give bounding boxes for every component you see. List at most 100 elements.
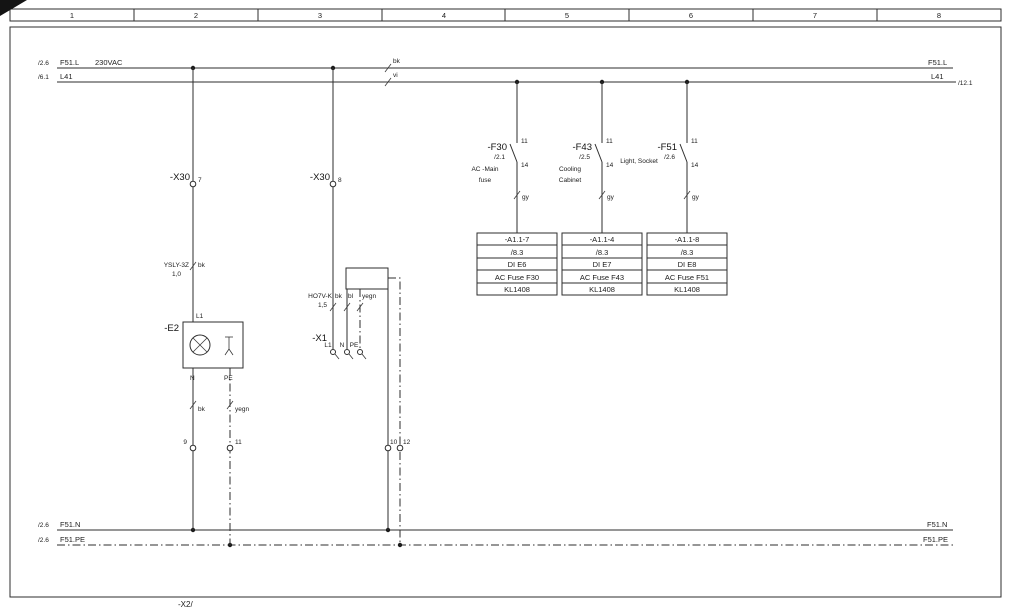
pin-label-pe: PE	[350, 342, 359, 349]
connector-pin-stub	[361, 353, 367, 360]
junction-dot	[397, 542, 403, 548]
pin-label-l1: L1	[324, 342, 332, 349]
rail-l-right-label: F51.L	[928, 58, 947, 67]
contact-pin-bottom: 14	[521, 162, 529, 169]
io-block-row: DI E7	[593, 260, 612, 269]
contact-pin-top: 11	[691, 138, 698, 145]
io-block-row: KL1408	[674, 285, 700, 294]
ruler-number: 8	[937, 11, 941, 20]
wire-color-slash	[513, 190, 521, 200]
wire-color-label: yegn	[235, 406, 249, 413]
io-block-row: /8.3	[511, 248, 524, 257]
contact-blade	[679, 143, 688, 163]
lamp-symbol-cross	[192, 337, 208, 353]
connector-pin-circle	[357, 349, 363, 355]
rail-l41: /6.1 L41 L41 /12.1 vi	[38, 72, 973, 87]
fuse-name: -F51	[657, 142, 677, 153]
terminal-circle	[396, 444, 404, 452]
wire-color-slash	[356, 302, 364, 312]
ruler-number: 4	[442, 11, 446, 20]
rail-l41-right-label: L41	[931, 72, 944, 81]
cable-type: YSLY-3Z	[164, 262, 189, 269]
fuse-desc-line1: Cooling	[559, 166, 581, 173]
terminal-circle	[329, 180, 337, 188]
io-block-row: -A1.1-8	[675, 235, 700, 244]
rail-l-left-label: F51.L	[60, 58, 79, 67]
lamp-symbol	[189, 334, 211, 356]
rail-l41-left-label: L41	[60, 72, 73, 81]
cable-color: bl	[348, 293, 354, 300]
fuse-ref: /2.1	[494, 154, 505, 161]
cable-size: 1,0	[172, 271, 181, 278]
wire-color-slash	[384, 77, 392, 87]
io-block-row: KL1408	[589, 285, 615, 294]
fuse-name: -F43	[572, 142, 592, 153]
fuse-name: -F30	[487, 142, 507, 153]
contact-pin-bottom: 14	[606, 162, 614, 169]
rail-l41-left-ref: /6.1	[38, 74, 49, 81]
wire-color-label: gy	[607, 194, 615, 201]
footer-cutoff-label: -X2/	[178, 600, 193, 609]
ruler-number: 6	[689, 11, 693, 20]
fuse-circuit-f43: 11 14 -F43 /2.5 Cooling Cabinet gy -A1.1…	[559, 82, 643, 296]
fuse-desc-line1: AC -Main	[471, 166, 498, 173]
pin-label-pe: PE	[224, 375, 233, 382]
terminal-name: -X30	[170, 172, 190, 183]
terminal-circle	[189, 444, 197, 452]
wire-color-slash	[384, 63, 392, 73]
io-block	[561, 232, 643, 296]
lamp-branch: -X30 7 YSLY-3Z bk 1,0 L1 -E2 N PE bk yeg…	[164, 68, 249, 545]
cable-color: yegn	[362, 293, 376, 300]
cable-color: bk	[335, 293, 343, 300]
io-block-row: /8.3	[596, 248, 609, 257]
connector-pin-stub	[348, 353, 354, 360]
fuse-desc-line1: Light, Socket	[620, 158, 658, 165]
fuse-circuit-f51: 11 14 -F51 /2.6 Light, Socket gy -A1.1-8…	[620, 82, 728, 296]
io-block-row: KL1408	[504, 285, 530, 294]
contact-pin-bottom: 14	[691, 162, 699, 169]
io-block-row: -A1.1-7	[505, 235, 530, 244]
terminal-circle	[189, 180, 197, 188]
fuse-ref: /2.5	[579, 154, 590, 161]
terminal-circle	[226, 444, 234, 452]
contact-pin-top: 11	[521, 138, 528, 145]
ruler-number: 2	[194, 11, 198, 20]
junction-box	[345, 267, 389, 290]
rail-pe: /2.6 F51.PE F51.PE	[38, 535, 953, 548]
wire-color-slash	[189, 400, 197, 410]
io-block-row: /8.3	[681, 248, 694, 257]
rail-l-voltage: 230VAC	[95, 58, 123, 67]
column-ruler: 1 2 3 4 5 6 7 8	[9, 8, 1002, 22]
pin-label-l1: L1	[196, 313, 204, 320]
earth-symbol	[224, 348, 230, 356]
io-block-row: DI E8	[678, 260, 697, 269]
io-block-row: AC Fuse F43	[580, 273, 624, 282]
io-block	[476, 232, 558, 296]
io-block-row: AC Fuse F30	[495, 273, 539, 282]
contact-blade	[594, 143, 603, 163]
terminal-pin: 10	[390, 439, 398, 446]
lamp-device-box	[182, 321, 244, 369]
contact-pin-top: 11	[606, 138, 613, 145]
pin-label-n: N	[340, 342, 345, 349]
io-block-row: DI E6	[508, 260, 527, 269]
rail-n-left-ref: /2.6	[38, 522, 49, 529]
rail-l-left-ref: /2.6	[38, 60, 49, 67]
rail-n: /2.6 F51.N F51.N	[38, 520, 953, 533]
terminal-circle	[384, 444, 392, 452]
terminal-pin: 11	[235, 439, 242, 446]
fuse-desc-line2: fuse	[479, 177, 492, 184]
rail-l: /2.6 F51.L 230VAC F51.L bk	[38, 58, 953, 73]
ruler-number: 3	[318, 11, 322, 20]
terminal-pin: 9	[183, 439, 187, 446]
wire-color-label: bk	[393, 58, 401, 65]
fuse-circuit-f30: 11 14 -F30 /2.1 AC -Main fuse gy -A1.1-7…	[471, 82, 558, 296]
wire-color-slash	[189, 261, 197, 271]
socket-branch: -X30 8 HO7V-K bk bl yegn 1,5 -X1 L1 N PE…	[308, 68, 411, 545]
wire-color-label: gy	[692, 194, 700, 201]
terminal-name: -X30	[310, 172, 330, 183]
fuse-desc-line2: Cabinet	[559, 177, 582, 184]
connector-pin-stub	[334, 353, 340, 360]
wire-color-slash	[598, 190, 606, 200]
